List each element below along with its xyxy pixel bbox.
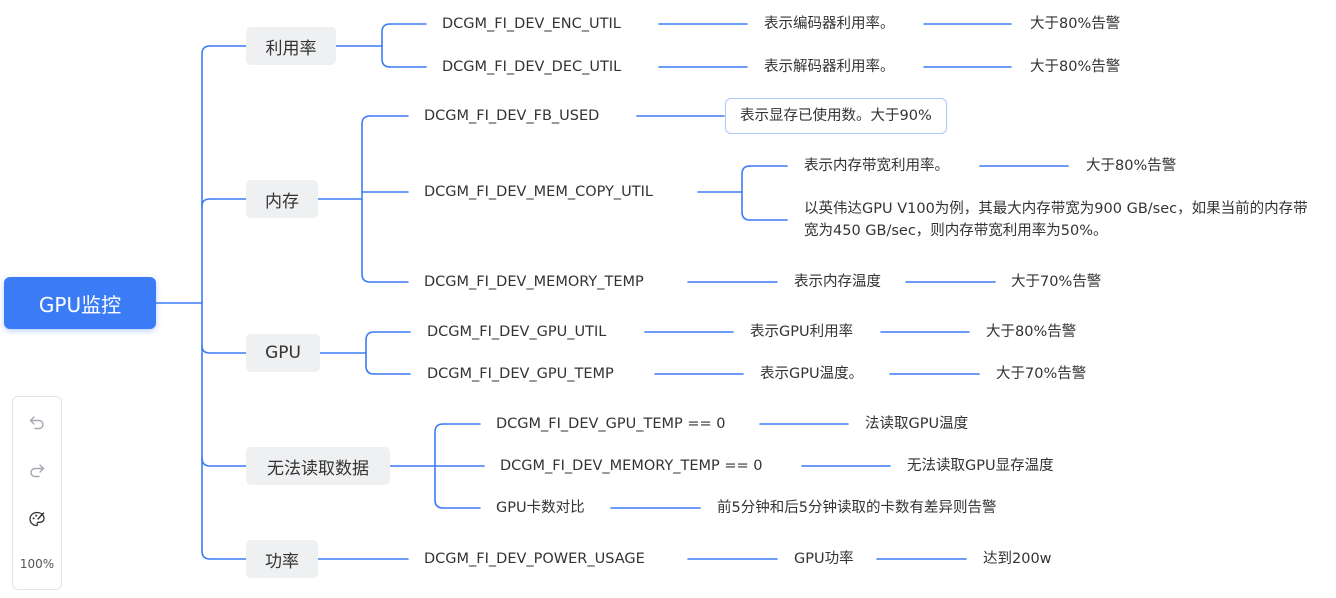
desc-power-usage[interactable]: GPU功率 [794,551,854,567]
category-unreadable[interactable]: 无法读取数据 [246,447,390,485]
gpu-fork [365,331,375,375]
alert-dec-util[interactable]: 大于80%告警 [1030,59,1121,75]
category-utilization[interactable]: 利用率 [246,27,336,65]
alert-memory-temp[interactable]: 大于70%告警 [1011,274,1102,290]
desc-gpu-temp-zero[interactable]: 法读取GPU温度 [865,416,969,432]
desc-memory-temp[interactable]: 表示内存温度 [794,274,881,290]
undo-button[interactable] [13,413,61,435]
metric-gpu-temp[interactable]: DCGM_FI_DEV_GPU_TEMP [427,366,614,382]
category-gpu[interactable]: GPU [246,334,320,372]
metric-gpu-util[interactable]: DCGM_FI_DEV_GPU_UTIL [427,324,607,340]
metric-memory-temp[interactable]: DCGM_FI_DEV_MEMORY_TEMP [424,274,644,290]
desc-gpu-card-count[interactable]: 前5分钟和后5分钟读取的卡数有差异则告警 [717,500,997,516]
branch-gpu [201,345,247,354]
redo-button[interactable] [13,461,61,483]
copy-fork [741,165,751,221]
branch-unreadable [201,457,247,467]
trunk-line [201,45,211,560]
alert-gpu-util[interactable]: 大于80%告警 [986,324,1077,340]
metric-power-usage[interactable]: DCGM_FI_DEV_POWER_USAGE [424,551,645,567]
desc-gpu-temp[interactable]: 表示GPU温度。 [760,366,864,382]
metric-fb-used[interactable]: DCGM_FI_DEV_FB_USED [424,108,600,124]
undo-icon [29,416,44,430]
alert-power-usage[interactable]: 达到200w [983,551,1052,567]
metric-mem-copy-util[interactable]: DCGM_FI_DEV_MEM_COPY_UTIL [424,184,653,200]
category-memory[interactable]: 内存 [246,180,318,218]
desc-mem-copy-util[interactable]: 表示内存带宽利用率。 [804,158,949,174]
desc-gpu-util[interactable]: 表示GPU利用率 [750,324,854,340]
desc-fb-used-selected[interactable]: 表示显存已使用数。大于90% [725,98,947,134]
alert-mem-copy-util[interactable]: 大于80%告警 [1086,158,1177,174]
zoom-level[interactable]: 100% [19,557,55,571]
desc-memory-temp-zero[interactable]: 无法读取GPU显存温度 [907,458,1054,474]
metric-dec-util[interactable]: DCGM_FI_DEV_DEC_UTIL [442,59,622,75]
example-mem-copy-util[interactable]: 以英伟达GPU V100为例，其最大内存带宽为900 GB/sec，如果当前的内… [804,201,1308,239]
alert-gpu-temp[interactable]: 大于70%告警 [996,366,1087,382]
category-power[interactable]: 功率 [246,540,318,578]
desc-enc-util[interactable]: 表示编码器利用率。 [764,16,895,32]
palette-icon [29,511,45,527]
root-node[interactable]: GPU监控 [4,277,156,329]
metric-enc-util[interactable]: DCGM_FI_DEV_ENC_UTIL [442,16,621,32]
alert-enc-util[interactable]: 大于80%告警 [1030,16,1121,32]
metric-memory-temp-zero[interactable]: DCGM_FI_DEV_MEMORY_TEMP == 0 [500,458,763,474]
desc-dec-util[interactable]: 表示解码器利用率。 [764,59,895,75]
metric-gpu-card-count[interactable]: GPU卡数对比 [496,500,585,516]
canvas-toolbar: 100% [12,396,62,590]
metric-gpu-temp-zero[interactable]: DCGM_FI_DEV_GPU_TEMP == 0 [496,416,726,432]
redo-icon [30,464,45,478]
memory-fork [361,115,371,283]
branch-memory [201,198,247,207]
util-fork [381,23,391,68]
theme-button[interactable] [13,510,61,532]
